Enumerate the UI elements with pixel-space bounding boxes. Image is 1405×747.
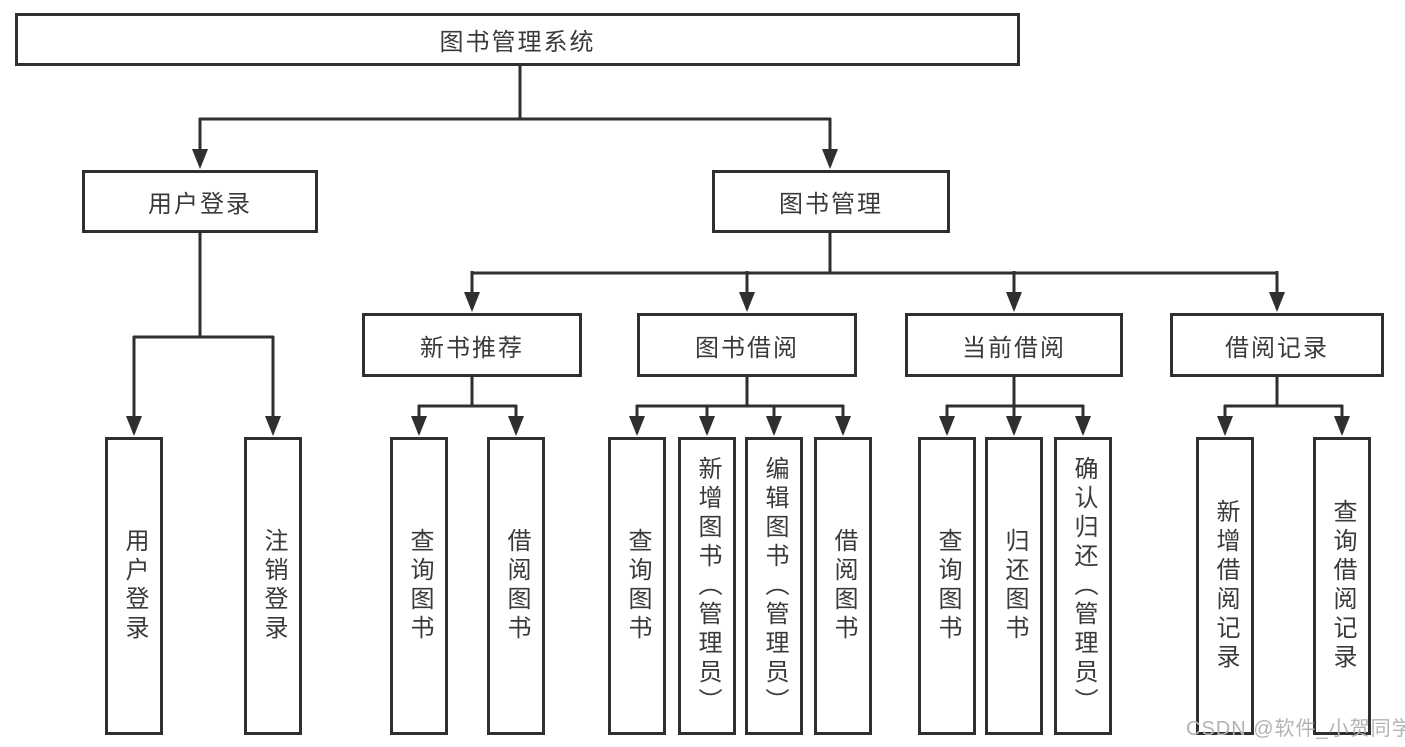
leaf-borrow-books-recommend: 借阅图书 xyxy=(487,437,545,735)
leaf-query-borrow-record: 查询借阅记录 xyxy=(1313,437,1371,735)
node-current-borrowing: 当前借阅 xyxy=(905,313,1123,377)
node-library-system: 图书管理系统 xyxy=(15,13,1020,66)
leaf-query-books-recommend: 查询图书 xyxy=(390,437,448,735)
leaf-edit-books-admin: 编辑图书（管理员） xyxy=(745,437,803,735)
leaf-user-login: 用户登录 xyxy=(105,437,163,735)
leaf-query-books-borrowing: 查询图书 xyxy=(608,437,666,735)
node-user-login-module: 用户登录 xyxy=(82,170,318,233)
leaf-add-books-admin: 新增图书（管理员） xyxy=(678,437,736,735)
leaf-return-books: 归还图书 xyxy=(985,437,1043,735)
leaf-confirm-return-admin: 确认归还（管理员） xyxy=(1054,437,1112,735)
leaf-query-books-current: 查询图书 xyxy=(918,437,976,735)
node-borrow-records: 借阅记录 xyxy=(1170,313,1384,377)
node-book-management: 图书管理 xyxy=(712,170,950,233)
leaf-logout: 注销登录 xyxy=(244,437,302,735)
leaf-borrow-books: 借阅图书 xyxy=(814,437,872,735)
leaf-add-borrow-record: 新增借阅记录 xyxy=(1196,437,1254,735)
tree-edges xyxy=(132,66,1344,433)
watermark: CSDN @软件_小贺同学 xyxy=(1186,718,1405,740)
node-book-borrowing: 图书借阅 xyxy=(637,313,857,377)
node-new-book-recommend: 新书推荐 xyxy=(362,313,582,377)
